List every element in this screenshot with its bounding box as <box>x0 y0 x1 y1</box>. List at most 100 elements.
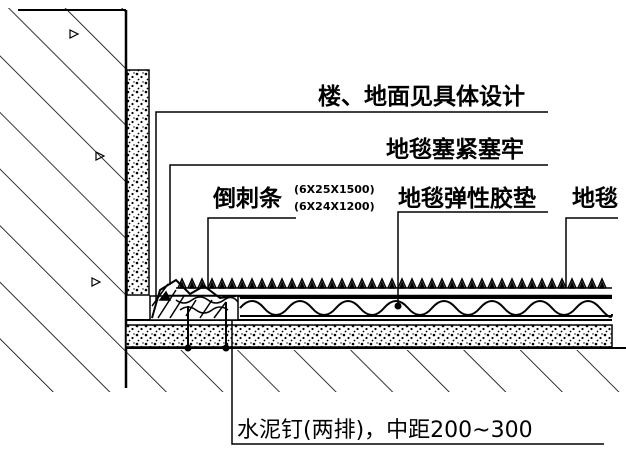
tack-spike-icon <box>397 277 407 289</box>
tack-spike-icon <box>348 280 356 289</box>
tack-spike-icon <box>398 280 406 289</box>
label-cement-nails: 水泥钉(两排)，中距200~300 <box>237 418 533 443</box>
tack-spike-icon <box>528 280 536 289</box>
tack-spike-icon <box>297 277 307 289</box>
tack-spike-icon <box>427 277 437 289</box>
tack-spike-icon <box>568 280 576 289</box>
label-floor-design: 楼、地面见具体设计 <box>318 84 525 110</box>
tack-spike-icon <box>357 277 367 289</box>
label-tack-strip: 倒刺条 <box>212 185 282 212</box>
tack-spike-icon <box>318 280 326 289</box>
tack-spike-icon <box>218 280 226 289</box>
tack-spike-icon <box>317 277 327 289</box>
leader-lines <box>155 111 618 445</box>
tack-spike-icon <box>257 277 267 289</box>
tack-spike-icon <box>478 280 486 289</box>
tack-spike-icon <box>267 277 277 289</box>
tack-spike-icon <box>448 280 456 289</box>
triangle-aggregate-icon <box>69 29 106 287</box>
tack-spike-icon <box>538 280 546 289</box>
tack-spike-icon <box>497 277 507 289</box>
tack-spike-icon <box>597 277 607 289</box>
tack-spike-icon <box>588 280 596 289</box>
tack-spike-icon <box>388 280 396 289</box>
tack-spike-icon <box>447 277 457 289</box>
tack-spike-icon <box>577 277 587 289</box>
tack-spike-icon <box>277 277 287 289</box>
tack-spike-icon <box>287 277 297 289</box>
tack-spike-icon <box>517 277 527 289</box>
tack-spike-icon <box>247 277 257 289</box>
tack-spike-icon <box>347 277 357 289</box>
carpet-layer <box>166 277 612 298</box>
tack-spike-icon <box>578 280 586 289</box>
tack-spike-icon <box>468 280 476 289</box>
tack-spike-icon <box>377 277 387 289</box>
label-tack-strip-spec-2: (6X24X1200) <box>294 200 375 213</box>
tack-spike-icon <box>428 280 436 289</box>
label-tack-strip-spec-1: (6X25X1500) <box>294 183 375 196</box>
tack-spike-icon <box>457 277 467 289</box>
underlay-pad <box>239 297 613 318</box>
tack-spike-icon <box>417 277 427 289</box>
floor-screed-layer <box>125 319 613 348</box>
tack-spike-icon <box>308 280 316 289</box>
cement-nails <box>184 302 230 352</box>
tack-spike-icon <box>518 280 526 289</box>
tack-spike-icon <box>437 277 447 289</box>
label-underlay: 地毯弹性胶垫 <box>398 185 536 212</box>
tack-spike-icon <box>558 280 566 289</box>
tack-spike-icon <box>408 280 416 289</box>
tack-spike-icon <box>368 280 376 289</box>
tack-spike-icon <box>207 277 217 289</box>
tack-spike-icon <box>367 277 377 289</box>
structural-floor-slab <box>126 347 626 392</box>
tack-spike-icon <box>188 280 196 289</box>
tack-spike-icon <box>328 280 336 289</box>
tack-spike-icon <box>438 280 446 289</box>
tack-spike-icon <box>177 277 607 289</box>
tack-spike-icon <box>407 277 417 289</box>
tack-spike-icon <box>527 277 537 289</box>
tack-spike-icon <box>278 280 286 289</box>
tack-spike-icon <box>227 277 237 289</box>
tack-spike-icon <box>537 277 547 289</box>
tack-spike-icon <box>488 280 496 289</box>
tack-spike-icon <box>298 280 306 289</box>
tack-spike-icon <box>258 280 266 289</box>
label-carpet: 地毯 <box>572 185 618 212</box>
tack-spike-icon <box>268 280 276 289</box>
tack-spike-icon <box>378 280 386 289</box>
tack-spike-icon <box>327 277 337 289</box>
tack-spike-icon <box>248 280 256 289</box>
tack-spike-icon <box>477 277 487 289</box>
tack-spike-icon <box>487 277 497 289</box>
tack-spike-icon <box>358 280 366 289</box>
tack-spike-icon <box>187 277 197 289</box>
tack-spike-icon <box>467 277 477 289</box>
tack-spike-icon <box>547 277 557 289</box>
tack-spike-icon <box>288 280 296 289</box>
tack-spike-icon <box>498 280 506 289</box>
tack-spike-icon <box>548 280 556 289</box>
tack-spike-icon <box>508 280 516 289</box>
tack-spike-icon <box>387 277 397 289</box>
tack-spike-icon <box>237 277 247 289</box>
wall-plaster-layer <box>126 69 150 296</box>
structural-wall <box>0 8 128 392</box>
underlay-leader-dot <box>394 302 402 310</box>
tack-spike-icon <box>197 277 207 289</box>
label-carpet-tuck: 地毯塞紧塞牢 <box>386 136 524 163</box>
tack-spike-icon <box>238 280 246 289</box>
tack-spike-icon <box>208 280 216 289</box>
tack-spike-icon <box>557 277 567 289</box>
tack-spike-icon <box>177 277 187 289</box>
tack-spike-icon <box>307 277 317 289</box>
tack-spike-icon <box>587 277 597 289</box>
tack-spike-icon <box>217 277 227 289</box>
tack-spike-icon <box>458 280 466 289</box>
tack-spike-icon <box>567 277 577 289</box>
tack-spike-icon <box>598 280 606 289</box>
tack-spike-icon <box>507 277 517 289</box>
